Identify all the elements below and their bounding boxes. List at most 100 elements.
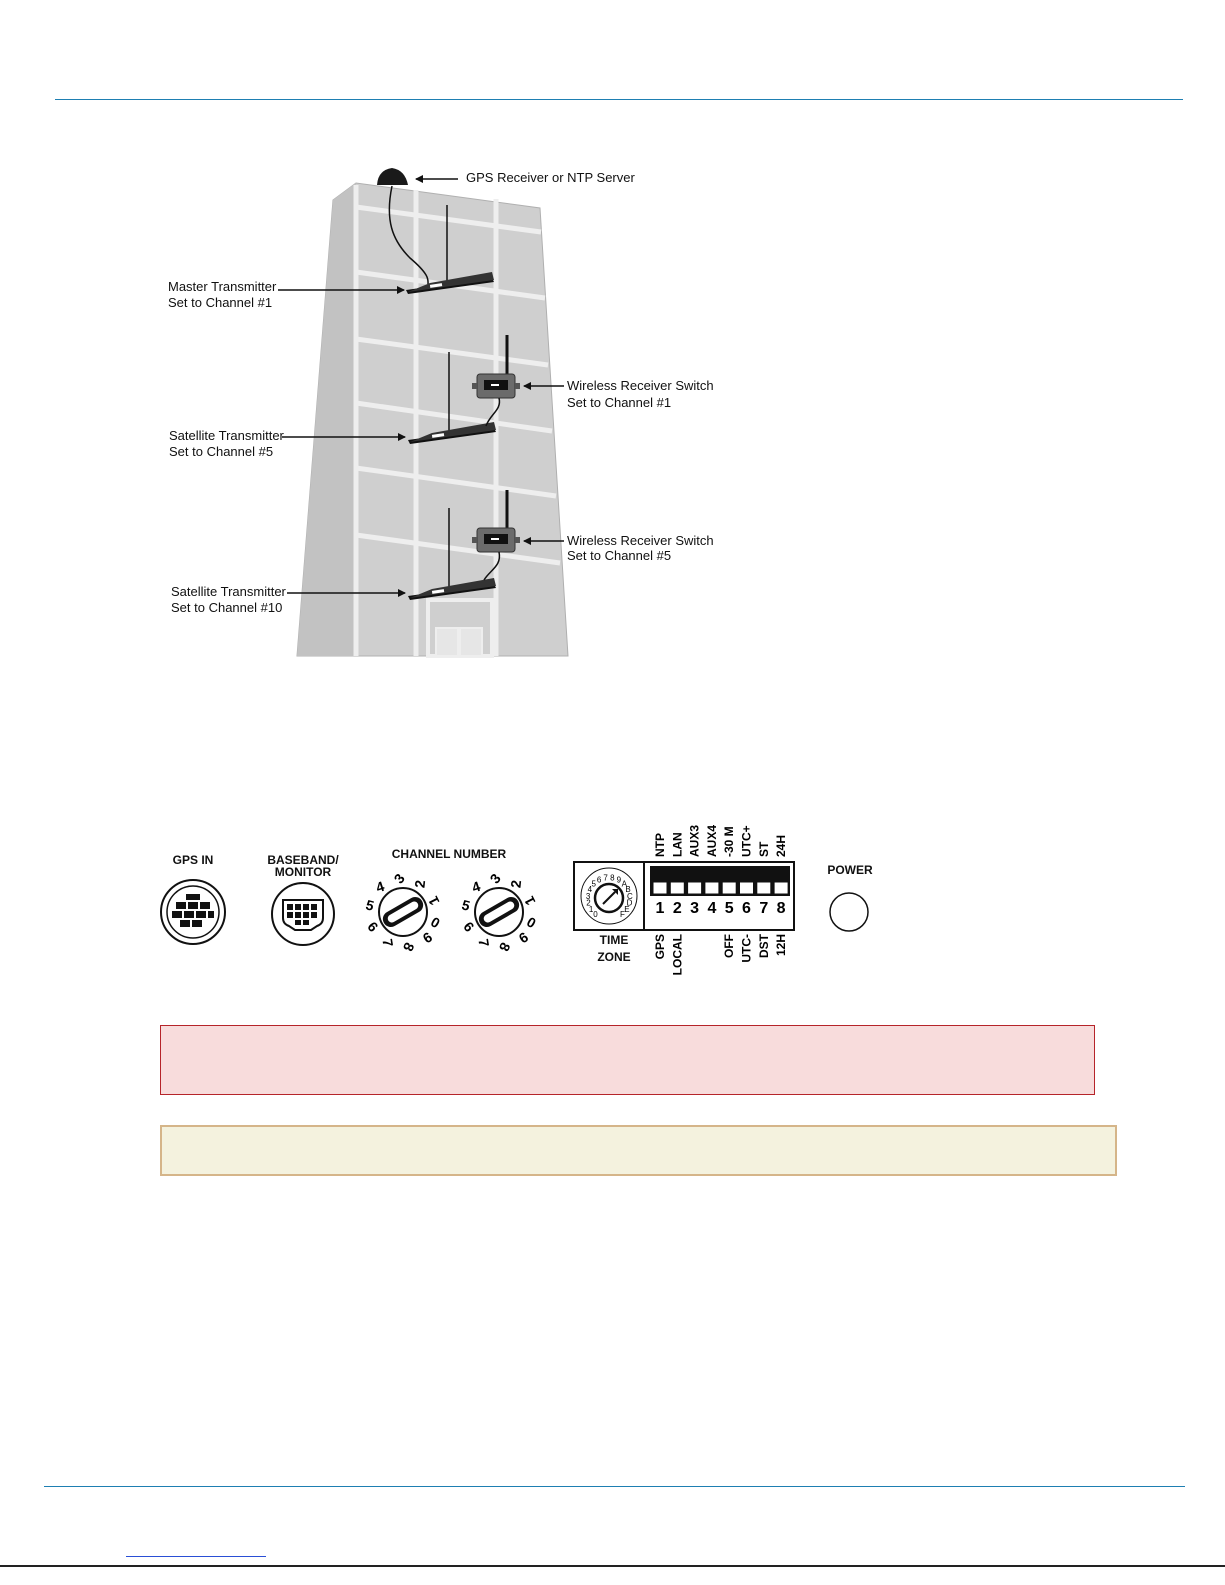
dip-number: 7: [759, 900, 768, 917]
master-transmitter-channel: Set to Channel #1: [168, 295, 272, 310]
time-zone-label-2: ZONE: [597, 950, 630, 964]
timezone-digit: 8: [610, 873, 615, 882]
dip-switch-2[interactable]: [669, 881, 685, 895]
dial-digit: 4: [374, 878, 387, 896]
timezone-digit: 9: [617, 876, 622, 885]
wireless-receiver-1-icon: [472, 335, 520, 427]
dial-digit: 4: [470, 878, 483, 896]
dip-top-label: LAN: [670, 832, 684, 857]
timezone-digit: 2: [586, 899, 591, 908]
time-zone-label-1: TIME: [600, 933, 629, 947]
dip-switch-1[interactable]: [652, 881, 668, 895]
timezone-digit: 0: [593, 910, 598, 919]
baseband-label: BASEBAND/: [267, 853, 339, 867]
page-bottom-edge: [0, 1565, 1225, 1567]
dip-bottom-label: OFF: [722, 934, 736, 958]
baseband-connector-icon: [271, 882, 335, 946]
warning-box: [160, 1025, 1095, 1095]
dip-number: 1: [656, 900, 665, 917]
note-box: [160, 1125, 1117, 1176]
dip-switch-6[interactable]: [739, 881, 754, 895]
building-diagram: GPS Receiver or NTP Server Master Transm…: [168, 168, 714, 658]
gps-receiver-label: GPS Receiver or NTP Server: [466, 170, 635, 185]
dip-top-label: NTP: [653, 833, 667, 857]
dial-digit: 9: [420, 929, 435, 947]
timezone-digit: D: [627, 899, 633, 908]
timezone-digit: C: [627, 892, 633, 901]
dial-digit: 8: [496, 940, 514, 954]
dial-digit: 0: [428, 914, 443, 932]
dial-digit: 3: [391, 870, 408, 886]
satellite-transmitter-2-icon: [408, 578, 496, 600]
dip-bottom-label: 12H: [774, 934, 788, 956]
dip-number: 6: [742, 900, 751, 917]
building-side: [297, 183, 356, 656]
dial-digit: 3: [487, 870, 504, 886]
gps-cable: [388, 185, 429, 285]
header-rule: [55, 99, 1183, 100]
gps-receiver-icon: [377, 168, 408, 185]
dial-digit: 1: [425, 894, 443, 908]
satellite-2-channel: Set to Channel #10: [171, 600, 282, 615]
master-transmitter-icon: [406, 272, 494, 294]
dip-switch-3[interactable]: [687, 881, 703, 895]
dip-top-label: ST: [757, 841, 771, 857]
building-door: [426, 598, 494, 658]
dial-digit: 1: [521, 894, 539, 908]
dip-switch-bank: [650, 866, 790, 896]
dip-number: 2: [673, 900, 682, 917]
power-led-icon: [829, 892, 869, 932]
dial-digit: 8: [400, 940, 418, 954]
dip-bottom-label: UTC-: [740, 934, 754, 963]
dip-number: 5: [725, 900, 734, 917]
dip-top-label: AUX3: [688, 825, 702, 857]
transmitter-panel-diagram: GPS IN BASEBAND/ MONITOR CHANNEL NUMBER …: [160, 825, 873, 975]
dial-digit: 7: [379, 938, 396, 948]
dial-digit: 2: [411, 879, 428, 889]
dip-top-label: AUX4: [705, 825, 719, 857]
dip-top-label: 24H: [774, 835, 788, 857]
dip-bottom-label: LOCAL: [670, 934, 684, 975]
dip-number: 8: [777, 900, 786, 917]
timezone-digit: A: [622, 880, 628, 889]
timezone-digit: E: [624, 905, 629, 914]
timezone-digit: 5: [591, 880, 596, 889]
monitor-label: MONITOR: [275, 865, 332, 879]
gps-in-label: GPS IN: [173, 853, 214, 867]
dip-switch-8[interactable]: [773, 881, 789, 895]
dip-switch-5[interactable]: [721, 881, 737, 895]
dial-digit: 7: [475, 938, 492, 948]
receiver-1-label: Wireless Receiver Switch: [567, 378, 714, 393]
receiver-2-label: Wireless Receiver Switch: [567, 533, 714, 548]
dip-switch-4[interactable]: [704, 881, 720, 895]
dial-digit: 6: [364, 918, 381, 935]
satellite-1-label: Satellite Transmitter: [169, 428, 285, 443]
footer-link[interactable]: [126, 1556, 266, 1557]
dip-bottom-label: GPS: [653, 934, 667, 959]
timezone-digit: 3: [586, 892, 591, 901]
satellite-transmitter-1-icon: [408, 422, 496, 444]
receiver-2-channel: Set to Channel #5: [567, 548, 671, 563]
master-transmitter-label: Master Transmitter: [168, 279, 277, 294]
satellite-2-label: Satellite Transmitter: [171, 584, 287, 599]
receiver-1-channel: Set to Channel #1: [567, 395, 671, 410]
satellite-1-channel: Set to Channel #5: [169, 444, 273, 459]
callout-arrows: [278, 175, 564, 597]
dial-digit: 6: [460, 918, 477, 935]
dial-digit: 5: [460, 896, 472, 914]
timezone-digit: 7: [603, 873, 608, 882]
dip-number: 3: [690, 900, 699, 917]
dial-digit: 5: [364, 896, 376, 914]
timezone-digit: B: [625, 885, 630, 894]
dip-bottom-label: DST: [757, 933, 771, 958]
footer-rule: [44, 1486, 1185, 1487]
dip-switch-7[interactable]: [756, 881, 772, 895]
dial-digit: 9: [516, 929, 531, 947]
dip-top-label: -30 M: [722, 826, 736, 857]
dial-digit: 2: [507, 879, 524, 889]
wireless-receiver-2-icon: [472, 490, 520, 581]
dip-number: 4: [707, 900, 716, 917]
